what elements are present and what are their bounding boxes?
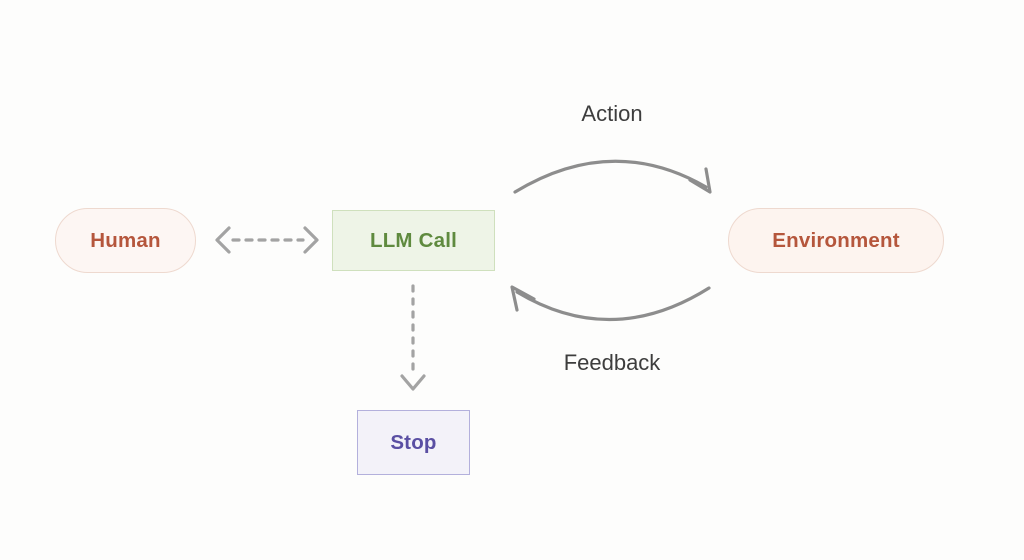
edge-label-action: Action xyxy=(581,101,643,126)
node-environment-label: Environment xyxy=(772,228,900,252)
edge-label-feedback: Feedback xyxy=(563,350,661,375)
edge-human-llm-arrow xyxy=(215,226,319,254)
node-llm-call[interactable]: LLM Call xyxy=(332,210,495,271)
edge-llm-stop-arrow xyxy=(400,284,426,391)
node-stop-label: Stop xyxy=(390,430,437,454)
node-llm-call-label: LLM Call xyxy=(369,228,457,252)
node-stop[interactable]: Stop xyxy=(357,410,470,475)
edge-feedback-arrow xyxy=(510,285,711,322)
node-human[interactable]: Human xyxy=(55,208,196,273)
edge-action-arrow xyxy=(513,159,712,194)
node-human-label: Human xyxy=(90,228,161,252)
node-environment[interactable]: Environment xyxy=(728,208,944,273)
